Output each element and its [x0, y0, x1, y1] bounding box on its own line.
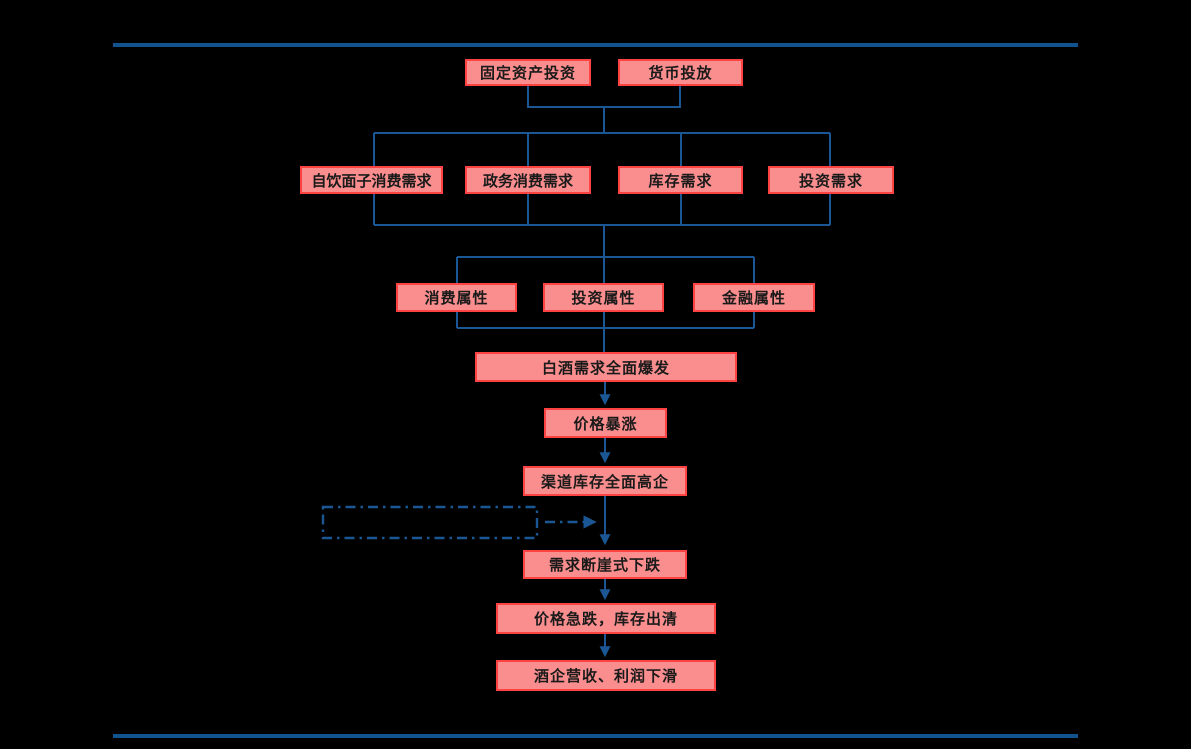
node-price-surge: 价格暴涨: [544, 408, 667, 438]
node-consumption-attribute: 消费属性: [396, 283, 517, 312]
node-baijiu-demand-explosion: 白酒需求全面爆发: [475, 352, 737, 382]
node-investment-attribute: 投资属性: [543, 283, 664, 312]
node-fixed-asset-investment: 固定资产投资: [465, 59, 591, 86]
node-financial-attribute: 金融属性: [693, 283, 815, 312]
node-money-supply: 货币投放: [618, 59, 743, 86]
node-revenue-profit-decline: 酒企营收、利润下滑: [496, 660, 716, 691]
node-demand-cliff-drop: 需求断崖式下跌: [523, 550, 687, 579]
node-channel-inventory-high: 渠道库存全面高企: [523, 466, 687, 496]
source-join-connector: [527, 85, 681, 133]
annotation-dashdot-box: [321, 505, 539, 540]
node-self-drink-face-demand: 自饮面子消费需求: [300, 166, 443, 194]
demand-bracket: [373, 132, 831, 257]
node-government-consumption-demand: 政务消费需求: [465, 166, 591, 194]
node-price-crash-inventory-clear: 价格急跌，库存出清: [496, 603, 716, 634]
node-inventory-demand: 库存需求: [618, 166, 743, 194]
node-investment-demand: 投资需求: [768, 166, 894, 194]
